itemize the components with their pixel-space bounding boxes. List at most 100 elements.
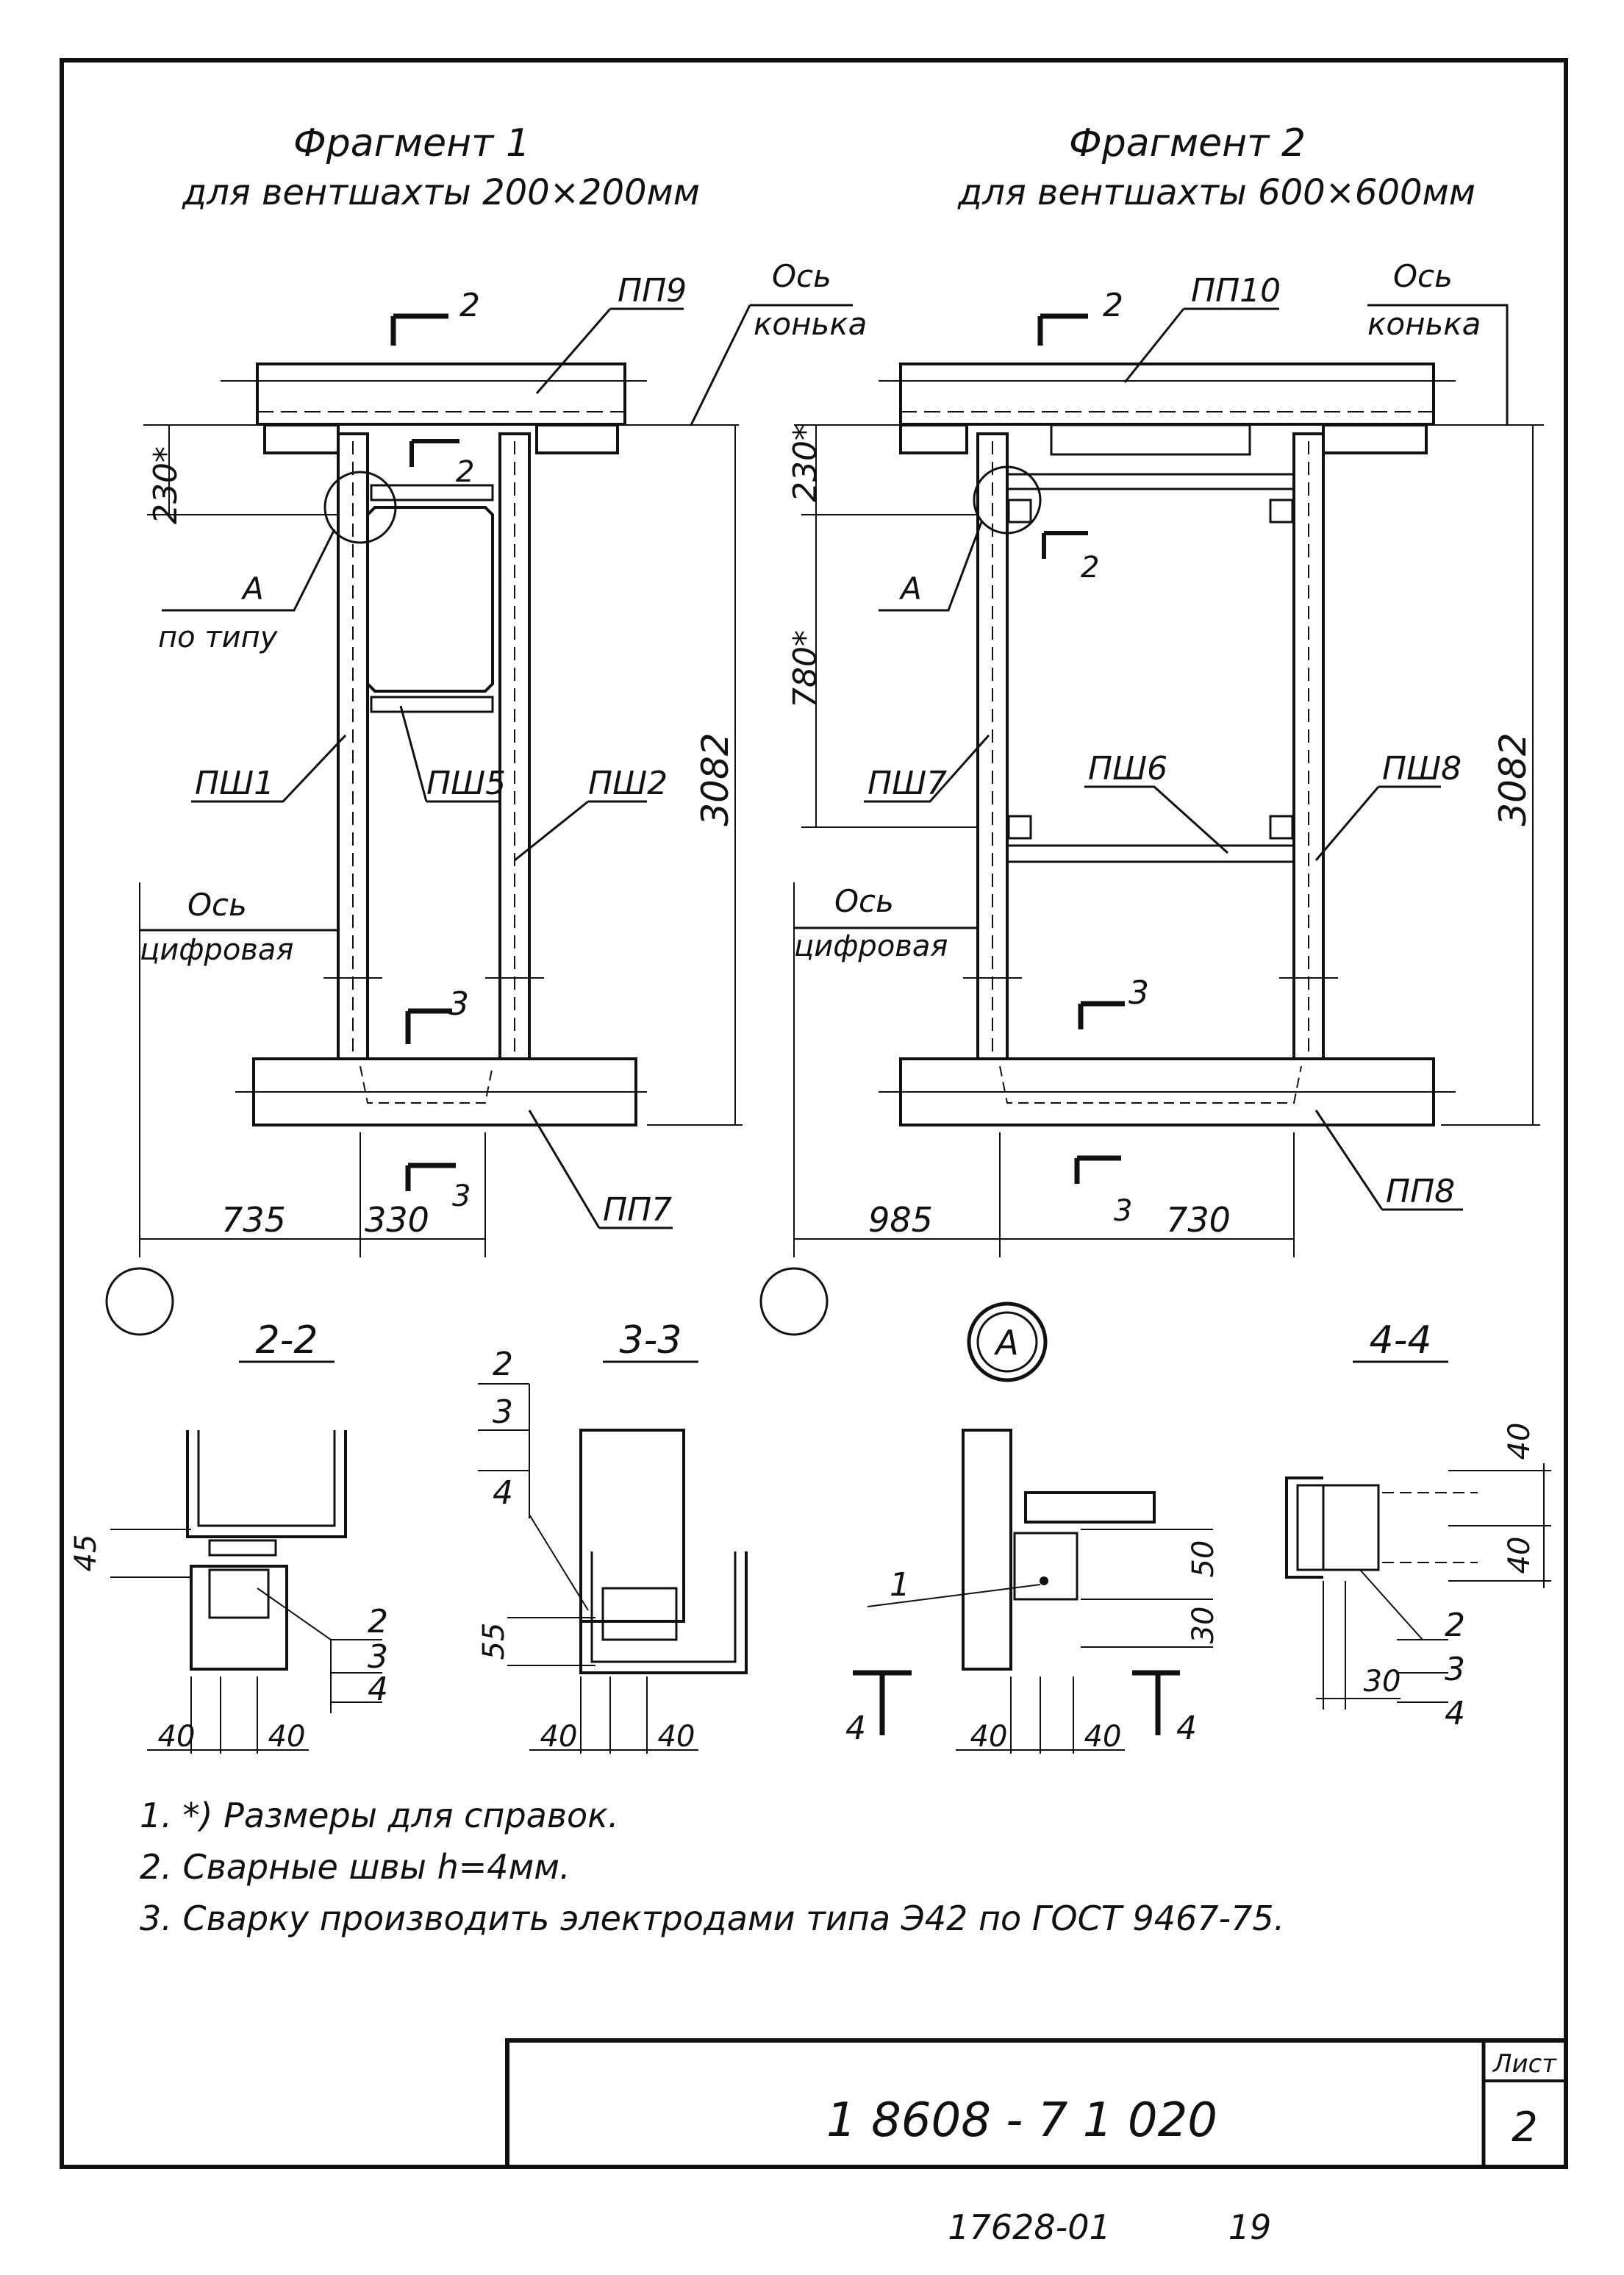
label-psh8: ПШ8: [1382, 750, 1462, 788]
section-mark-2-label: 2: [459, 287, 480, 324]
dim-45: 45: [69, 1535, 103, 1572]
dim-735: 735: [221, 1200, 286, 1240]
dim-40-bottom: 40: [1503, 1537, 1537, 1574]
node-a-circle: [323, 471, 397, 544]
leader-line: [257, 1588, 332, 1640]
node-a-title-circle-outer: [967, 1301, 1048, 1382]
dim-40-right: 40: [268, 1720, 306, 1754]
notes: 1. *) Размеры для справок. 2. Сварные шв…: [140, 1796, 1284, 1938]
axis-ridge-label-1: Ось: [1393, 258, 1453, 294]
node-a-leader: [162, 529, 336, 612]
label-psh2: ПШ2: [588, 765, 668, 802]
top-panel-rib: [1322, 424, 1428, 454]
section-4-4: 4-4 40 40 2 3 4 30: [1285, 1318, 1551, 1732]
leader-psh1: [191, 734, 347, 803]
cut-mark-right: [1132, 1670, 1180, 1735]
leader-4: 4: [493, 1474, 513, 1512]
fragment-1: Фрагмент 1 для вентшахты 200×200мм 2 ПП9…: [105, 121, 867, 1336]
section-mark-3: [405, 1008, 452, 1044]
axis-digital-label-2: цифровая: [140, 933, 293, 967]
cross-plate: [1024, 1491, 1156, 1524]
gusset: [1007, 815, 1032, 840]
cross-plate-top: [370, 484, 494, 501]
section-3-3-title: 3-3: [620, 1318, 682, 1362]
dim-40-top: 40: [1503, 1423, 1537, 1460]
plate: [190, 1565, 288, 1671]
leader-psh6: [1084, 785, 1229, 854]
section-mark-3-bottom-label: 3: [1114, 1194, 1132, 1228]
leader-pp9: [535, 307, 684, 394]
inner-shaft-box: [366, 506, 494, 693]
gusset: [1269, 499, 1294, 524]
label-psh6: ПШ6: [1088, 750, 1167, 788]
section-2-2-title: 2-2: [256, 1318, 318, 1362]
node-a-title: А: [993, 1323, 1018, 1362]
dim-780: 780*: [787, 630, 824, 708]
cross-plate-bottom: [370, 696, 494, 713]
leader-psh2: [514, 800, 647, 862]
dim-30: 30: [1364, 1665, 1401, 1699]
node-a-circle: [973, 465, 1042, 535]
section-mark-3-bottom: [1074, 1155, 1121, 1184]
node-a-label: А: [240, 571, 264, 607]
leader-frame: [478, 1383, 589, 1611]
dim-50: 50: [1187, 1540, 1220, 1578]
cut-mark-right-label: 4: [1176, 1710, 1197, 1747]
leader-1: 1: [890, 1566, 910, 1604]
note-2: 2. Сварные швы h=4мм.: [140, 1847, 570, 1887]
dim-230: 230*: [147, 446, 185, 524]
channel-profile: [1285, 1476, 1323, 1579]
label-pp7: ПП7: [603, 1191, 672, 1229]
section-mark-3: [1078, 1001, 1125, 1029]
sheet-number: 2: [1512, 2104, 1538, 2151]
top-panel-rib: [263, 424, 340, 454]
section-mark-2-label: 2: [1103, 287, 1123, 324]
leader-3: 3: [493, 1393, 513, 1431]
section-3-3: 3-3 2 3 4 55 40 40: [477, 1318, 748, 1754]
leader-psh5: [399, 705, 500, 803]
plate: [1322, 1484, 1380, 1571]
leader-2: 2: [368, 1603, 388, 1640]
label-pp9: ПП9: [618, 272, 687, 310]
axis-ridge-label-2: конька: [1367, 306, 1481, 342]
label-pp10: ПП10: [1191, 272, 1281, 310]
page-number: 19: [1228, 2207, 1272, 2247]
top-panel-rib: [899, 424, 968, 454]
sheet-label: Лист: [1492, 2049, 1557, 2079]
dim-985: 985: [868, 1200, 933, 1240]
column: [579, 1429, 685, 1623]
dim-55: 55: [477, 1623, 511, 1660]
dim-40-right: 40: [1084, 1720, 1122, 1754]
dim-230: 230*: [787, 424, 824, 502]
note-3: 3. Сварку производить электродами типа Э…: [140, 1899, 1284, 1938]
cut-mark-left-label: 4: [845, 1710, 866, 1747]
document-code: 1 8608 - 7 1 020: [826, 2093, 1217, 2148]
section-mark-3-bottom-label: 3: [452, 1179, 471, 1213]
top-panel-rib: [1050, 424, 1251, 456]
node-a-label: А: [898, 571, 922, 607]
leader-line: [1359, 1569, 1423, 1640]
section-mark-2-inner: [1042, 531, 1088, 559]
axis-ridge-label-1: Ось: [772, 258, 831, 294]
leader-line: [867, 1584, 1041, 1607]
axis-digital-label-2: цифровая: [794, 929, 948, 963]
panel-hidden-line: [360, 1065, 493, 1104]
dim-3082: 3082: [694, 732, 737, 826]
section-mark-3-bottom: [405, 1162, 456, 1191]
weld-point: [1040, 1576, 1048, 1585]
weld-strip: [208, 1539, 277, 1557]
channel-profile: [186, 1430, 347, 1538]
section-mark-2: [390, 313, 448, 346]
fragment-1-subtitle: для вентшахты 200×200мм: [182, 172, 700, 213]
leader-pp7: [528, 1110, 673, 1229]
cross-plate-bottom: [1006, 844, 1295, 863]
top-panel: [256, 362, 626, 426]
section-2-2: 2-2 45 2 3 4 40 40: [69, 1318, 388, 1754]
leader-2: 2: [1445, 1607, 1465, 1644]
label-pp8: ПП8: [1386, 1173, 1455, 1210]
column: [962, 1429, 1012, 1671]
fragment-2-subtitle: для вентшахты 600×600мм: [957, 172, 1475, 213]
title-block: 1 8608 - 7 1 020 Лист 2: [505, 2038, 1568, 2169]
fragment-2: Фрагмент 2 для вентшахты 600×600мм 2 ПП1…: [759, 121, 1544, 1336]
